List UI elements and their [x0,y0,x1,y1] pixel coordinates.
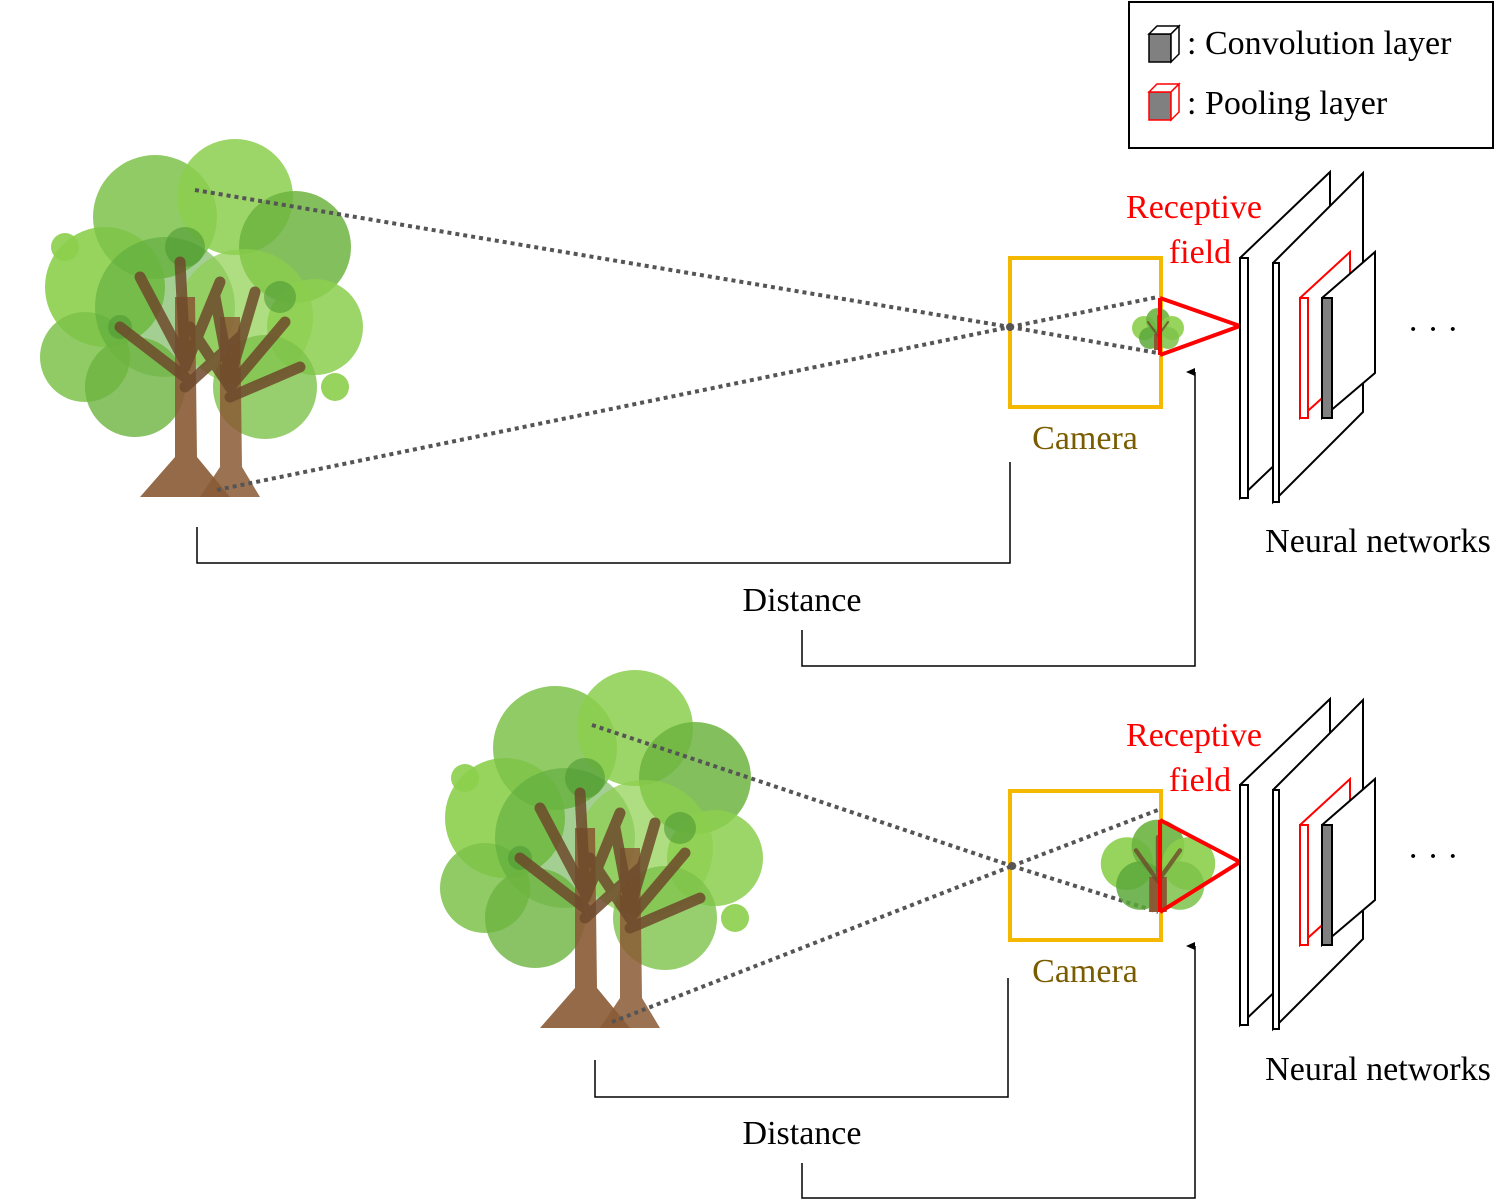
neural-networks-label: Neural networks [1265,523,1491,560]
convolution-layer-icon [1148,25,1180,63]
ellipsis: · · · [1408,311,1459,348]
distance-bracket [594,978,1009,1098]
legend: : Convolution layer : Pooling layer [1128,1,1494,149]
camera-label: Camera [1032,953,1138,990]
receptive-field-label-line2: field [1169,234,1231,271]
neural-networks-label: Neural networks [1265,1051,1491,1088]
legend-pooling-label: : Pooling layer [1187,85,1388,122]
neural-network-stack [1239,169,1376,505]
camera-label: Camera [1032,420,1138,457]
panel-far: Camera Receptive field [40,139,1491,667]
receptive-field-label-line2: field [1169,762,1231,799]
distance-label: Distance [743,1115,862,1152]
projection-rays [591,723,1159,1024]
tree-icon [40,139,363,497]
distance-to-field-arrow [801,942,1196,1199]
legend-convolution-label: : Convolution layer [1187,25,1452,62]
ellipsis: · · · [1408,838,1459,875]
distance-label: Distance [743,582,862,619]
distance-bracket [196,462,1011,564]
receptive-field-lines [1158,818,1242,914]
distance-to-field-arrow [801,368,1196,667]
pooling-layer-icon [1148,83,1180,121]
receptive-field-lines [1158,296,1241,357]
receptive-field-label-line1: Receptive [1126,717,1262,754]
receptive-field-label-line1: Receptive [1126,189,1262,226]
projection-rays [194,188,1159,492]
neural-network-stack [1239,696,1376,1032]
tree-icon [440,670,763,1028]
panel-near: Camera Receptive field · · · Neural [440,670,1491,1199]
